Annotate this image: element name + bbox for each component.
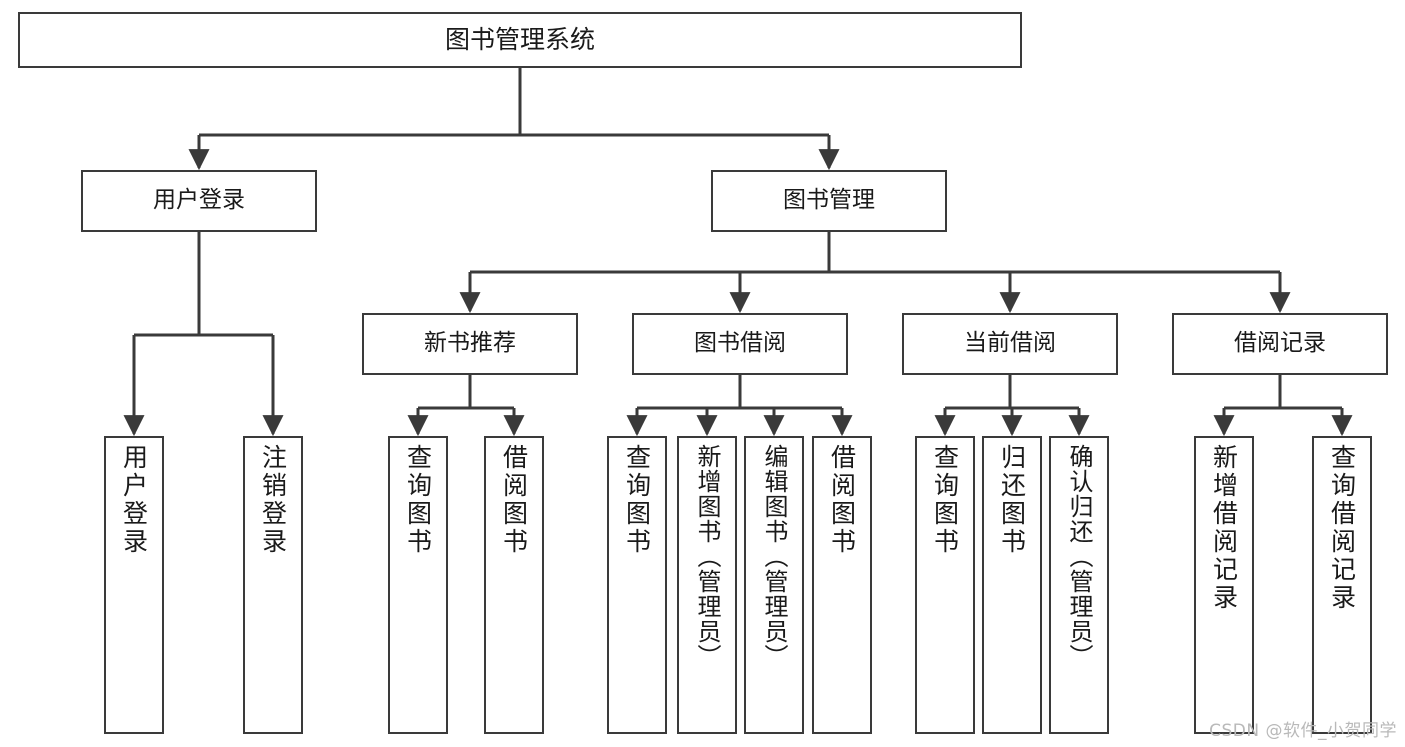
node-label: 新增图书（管理员） [693,444,721,669]
level2-node-user-login[interactable]: 用户登录 [81,170,317,232]
level3-node-new-book-rec[interactable]: 新书推荐 [362,313,578,375]
watermark-text: CSDN @软件_小贺同学 [1209,721,1397,741]
node-label: 用户登录 [153,187,245,214]
node-label: 借阅图书 [827,444,857,556]
node-label: 图书管理系统 [444,25,595,54]
root-node-root[interactable]: 图书管理系统 [18,12,1022,68]
node-label: 新增借阅记录 [1209,444,1239,612]
level3-node-borrow-record[interactable]: 借阅记录 [1172,313,1388,375]
leaf-node-leaf-borrow-book-1[interactable]: 借阅图书 [484,436,544,734]
leaf-node-leaf-return-book[interactable]: 归还图书 [982,436,1042,734]
leaf-node-leaf-add-record[interactable]: 新增借阅记录 [1194,436,1254,734]
leaf-node-leaf-edit-book[interactable]: 编辑图书（管理员） [744,436,804,734]
level2-node-book-manage[interactable]: 图书管理 [711,170,947,232]
node-label: 当前借阅 [964,330,1056,357]
node-label: 借阅图书 [499,444,529,556]
node-label: 查询图书 [622,444,652,556]
node-label: 查询图书 [930,444,960,556]
node-label: 用户登录 [119,444,149,556]
leaf-node-leaf-confirm-return[interactable]: 确认归还（管理员） [1049,436,1109,734]
leaf-node-leaf-query-record[interactable]: 查询借阅记录 [1312,436,1372,734]
node-label: 编辑图书（管理员） [760,444,788,669]
node-label: 图书管理 [783,187,875,214]
leaf-node-leaf-user-login[interactable]: 用户登录 [104,436,164,734]
node-label: 确认归还（管理员） [1065,444,1093,669]
node-label: 注销登录 [258,444,288,556]
leaf-node-leaf-user-logout[interactable]: 注销登录 [243,436,303,734]
level3-node-book-borrow[interactable]: 图书借阅 [632,313,848,375]
leaf-node-leaf-borrow-book-2[interactable]: 借阅图书 [812,436,872,734]
node-label: 查询图书 [403,444,433,556]
node-label: 归还图书 [997,444,1027,556]
level3-node-current-borrow[interactable]: 当前借阅 [902,313,1118,375]
leaf-node-leaf-add-book[interactable]: 新增图书（管理员） [677,436,737,734]
node-label: 图书借阅 [694,330,786,357]
leaf-node-leaf-query-book-2[interactable]: 查询图书 [607,436,667,734]
node-label: 查询借阅记录 [1327,444,1357,612]
node-label: 借阅记录 [1234,330,1326,357]
leaf-node-leaf-query-book-3[interactable]: 查询图书 [915,436,975,734]
leaf-node-leaf-query-book-1[interactable]: 查询图书 [388,436,448,734]
node-label: 新书推荐 [424,330,516,357]
